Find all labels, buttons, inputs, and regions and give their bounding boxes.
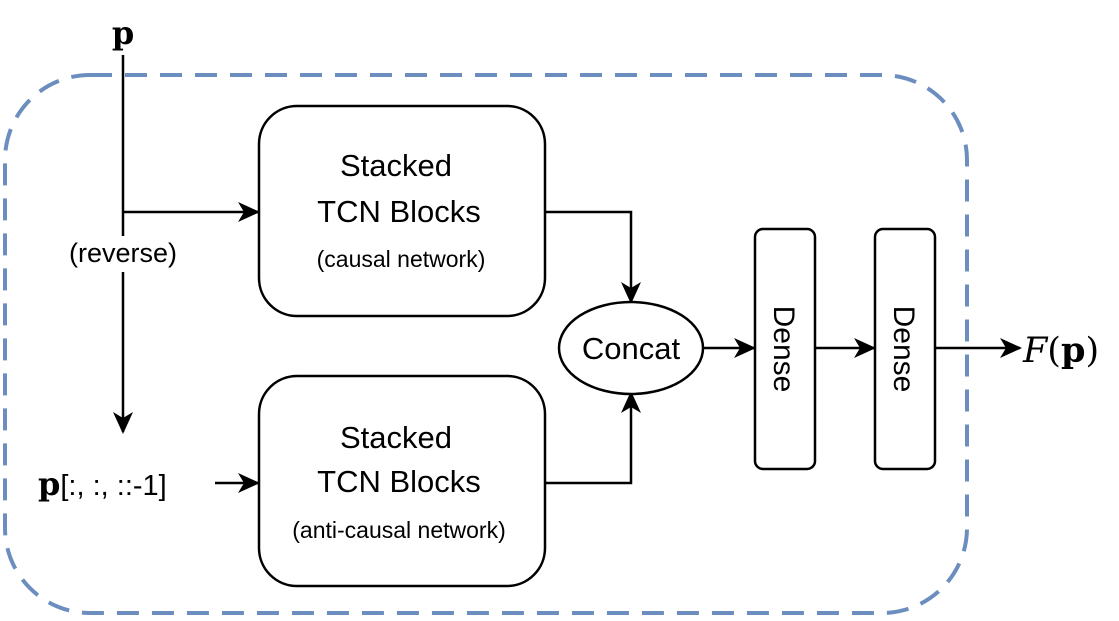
model-container [3,73,969,615]
reversed-input-symbol: p [38,465,60,503]
concat-node: Concat [557,300,705,396]
output-arg: p [1061,330,1085,371]
causal-block-subtitle: (causal network) [317,246,486,272]
causal-tcn-block: Stacked TCN Blocks (causal network) [257,104,547,318]
anticausal-tcn-block: Stacked TCN Blocks (anti-causal network) [257,374,547,588]
causal-block-line2: TCN Blocks [317,194,481,229]
concat-label: Concat [582,331,681,366]
output-close-paren: ) [1085,331,1099,371]
anticausal-to-concat-arrow [545,391,641,485]
reversed-input-label: p[:, :, ::-1] [38,465,167,503]
causal-to-concat-arrow [545,210,641,304]
anticausal-block-line2: TCN Blocks [317,464,481,499]
output-func: F [1022,331,1049,371]
anticausal-block-subtitle: (anti-causal network) [292,517,505,543]
reversed-input-slice: [:, :, ::-1] [60,470,166,502]
input-symbol: p [112,14,134,52]
output-open-paren: ( [1047,331,1061,371]
anticausal-block-line1: Stacked [340,420,452,455]
dense-layer-2-label: Dense [887,306,920,393]
dense-layer-1-label: Dense [767,306,800,393]
dense-layer-1: Dense [753,227,817,471]
output-label: F(p) [1022,330,1099,371]
dense-layer-2: Dense [873,227,937,471]
causal-block-line1: Stacked [340,148,452,183]
reverse-label: (reverse) [69,238,177,268]
